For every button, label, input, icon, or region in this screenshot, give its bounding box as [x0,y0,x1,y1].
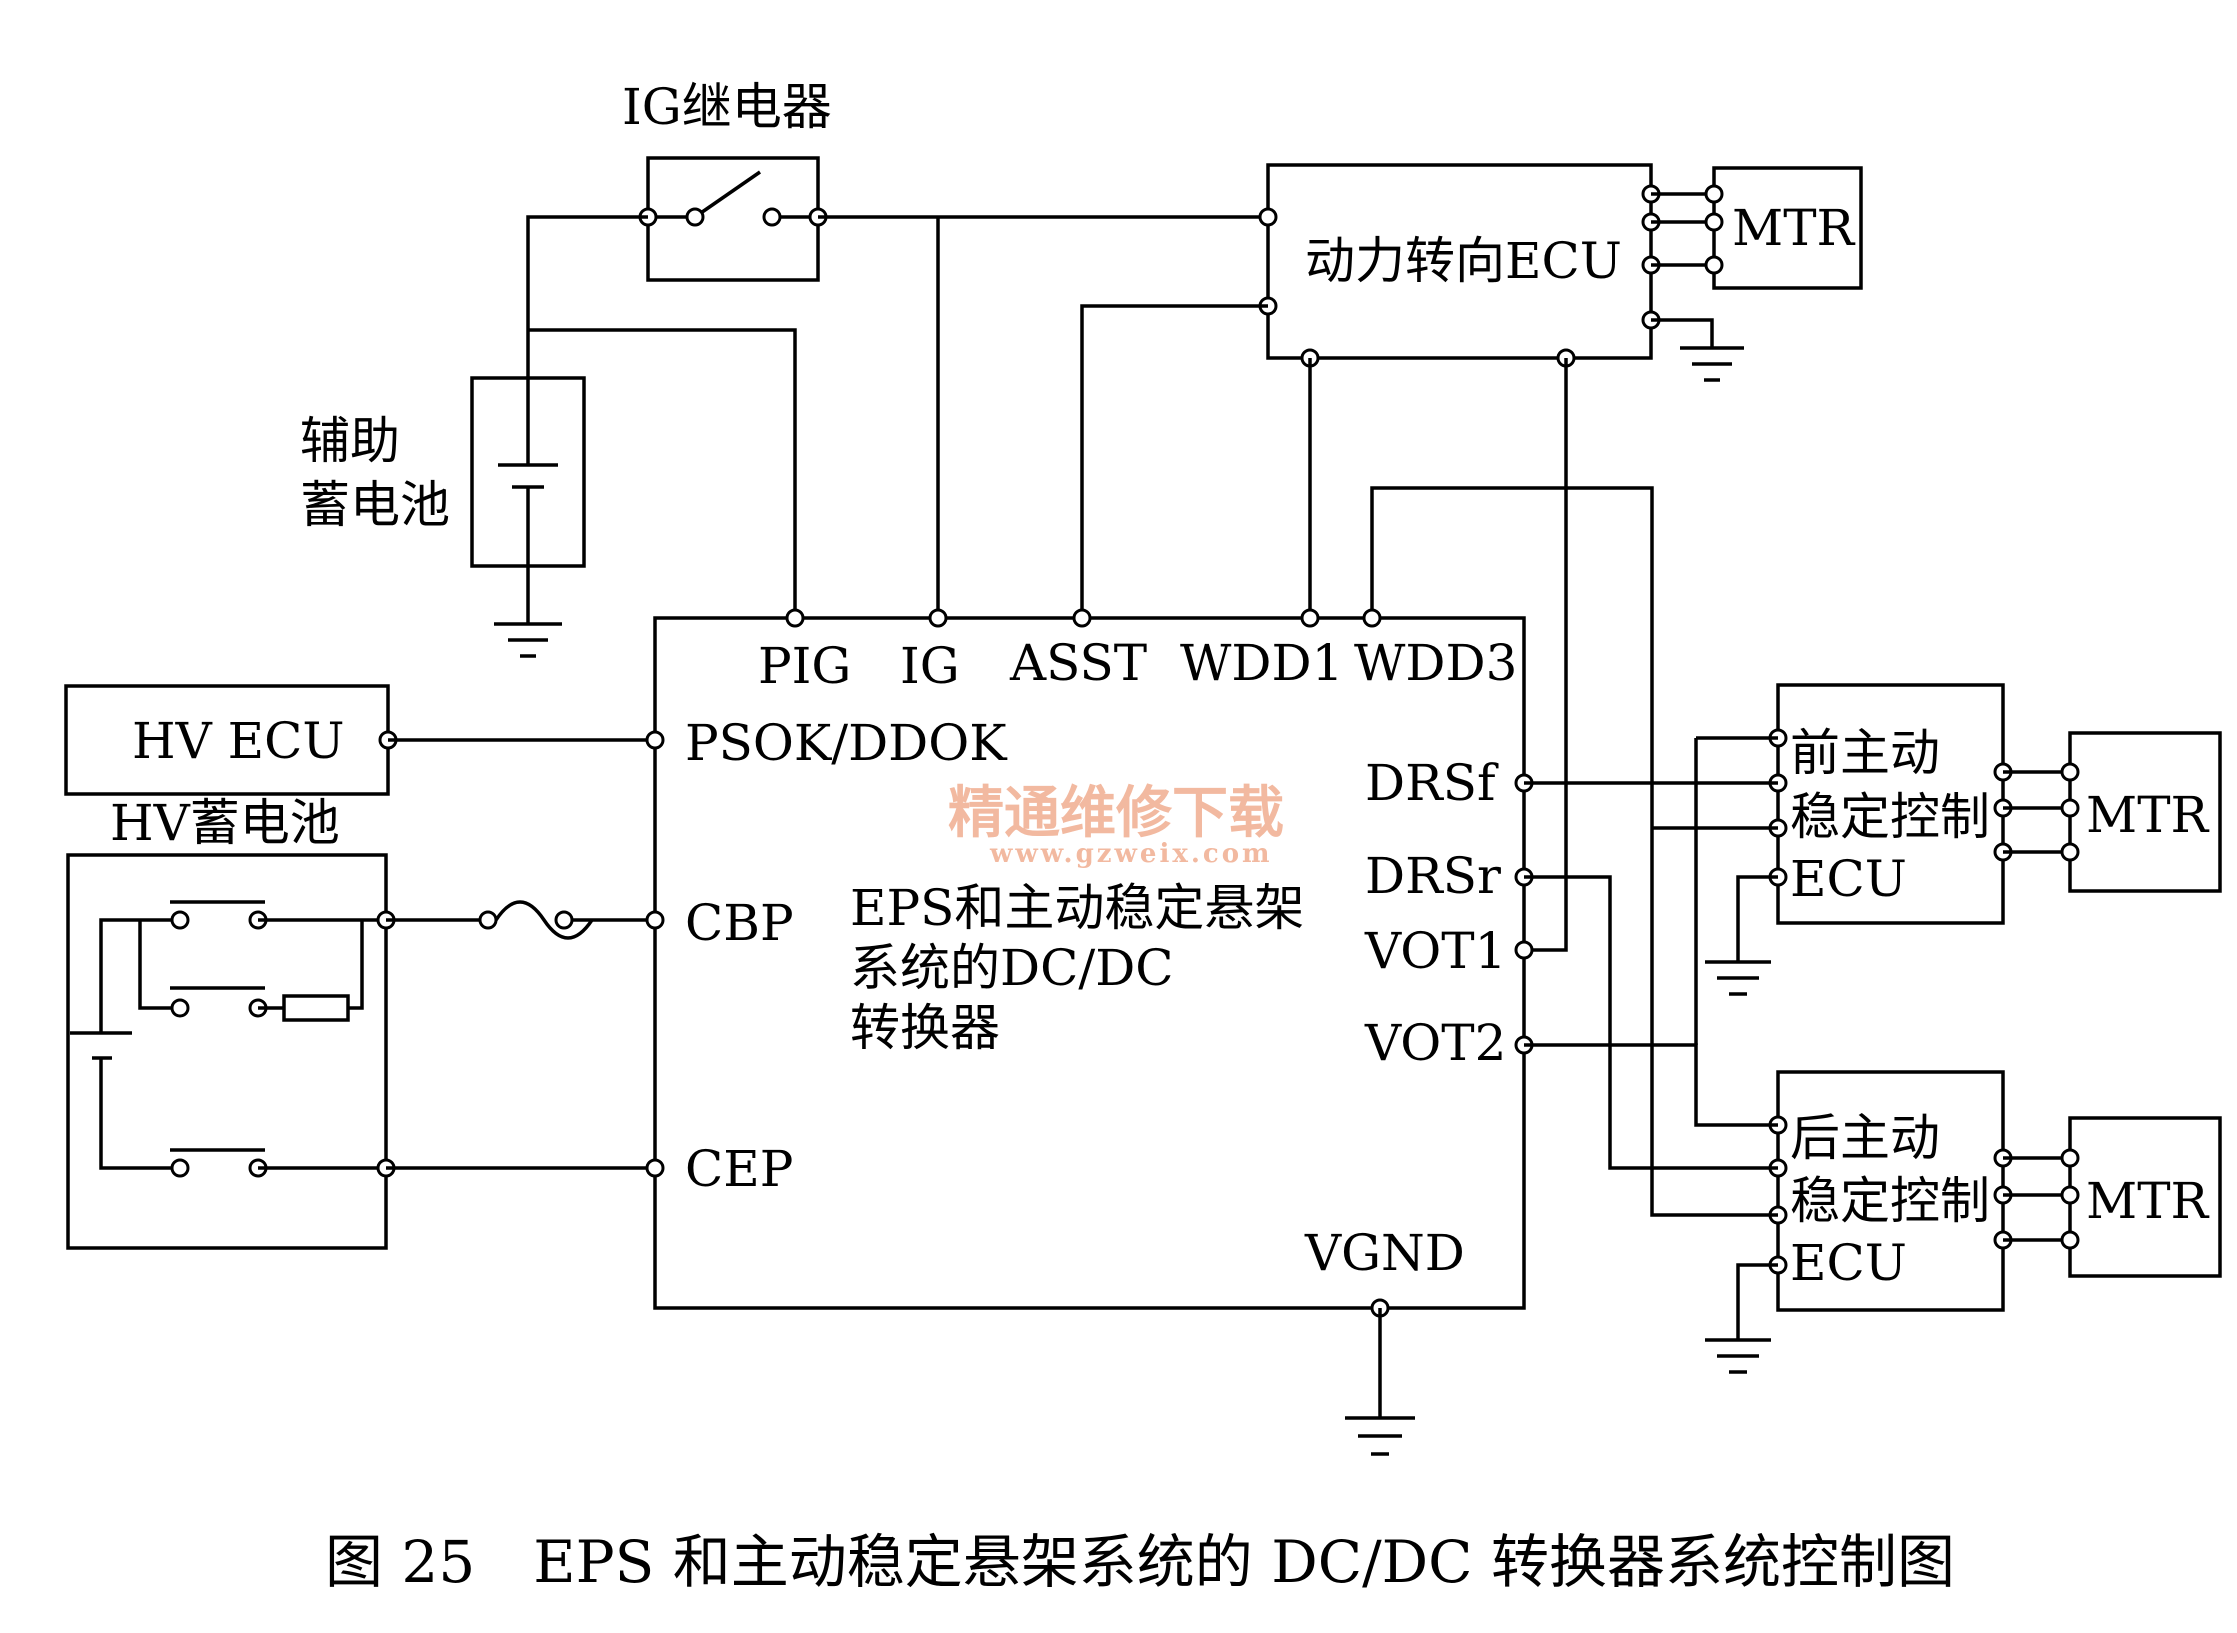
pin-drsf: DRSf [1365,754,1499,812]
pin-drsr: DRSr [1365,847,1501,905]
pin-wdd1: WDD1 [1180,634,1343,692]
pin-wdd3: WDD3 [1354,634,1517,692]
pin-vot1: VOT1 [1364,922,1506,980]
hv-battery-label: HV蓄电池 [110,794,340,852]
converter-label-3: 转换器 [850,999,1000,1057]
hv-ecu-label: HV ECU [132,712,345,770]
mtr-rear [2003,1116,2222,1278]
pin-asst: ASST [1009,634,1147,692]
ig-relay [638,156,828,282]
mtr-front [2003,731,2222,893]
rear-ecu-label-1: 后主动 [1790,1109,1940,1167]
aux-battery [470,376,586,658]
front-ecu-label-3: ECU [1790,850,1907,908]
front-ecu-label-1: 前主动 [1790,724,1940,782]
rear-ecu-label-2: 稳定控制 [1790,1172,1990,1230]
mtr-rear-label: MTR [2086,1172,2210,1230]
fuse [386,900,655,940]
ps-ecu-ground [1651,318,1744,382]
pin-vgnd: VGND [1304,1224,1465,1282]
converter-label-2: 系统的DC/DC [850,939,1174,997]
figure-caption: 图 25 EPS 和主动稳定悬架系统的 DC/DC 转换器系统控制图 [325,1528,1955,1596]
pin-pig: PIG [758,637,851,695]
converter-label-1: EPS和主动稳定悬架 [850,879,1304,937]
rear-ecu-label-3: ECU [1790,1234,1907,1292]
stabilizer-wiring [1524,736,1778,1217]
rear-ecu-ground [1705,1263,1778,1374]
mtr-top-label: MTR [1732,199,1856,257]
aux-battery-label-2: 蓄电池 [300,476,450,534]
ps-ecu-label: 动力转向ECU [1305,232,1622,290]
front-ecu-label-2: 稳定控制 [1790,788,1990,846]
pin-vot2: VOT2 [1364,1014,1506,1072]
pin-psok: PSOK/DDOK [685,714,1008,772]
watermark-text: 精通维修下载 [948,780,1284,846]
vgnd-ground [1345,1308,1415,1456]
hv-ecu [64,684,655,796]
front-ecu-ground [1705,875,1778,996]
pin-cbp: CBP [685,894,794,952]
mtr-front-label: MTR [2086,786,2210,844]
mtr-top [1651,166,1863,290]
pin-cep: CEP [685,1140,793,1198]
aux-battery-label-1: 辅助 [300,412,400,470]
pin-ig: IG [900,637,960,695]
ig-relay-label: IG继电器 [622,78,832,136]
watermark-url: www.gzweix.com [989,839,1273,869]
hv-battery [66,853,396,1250]
